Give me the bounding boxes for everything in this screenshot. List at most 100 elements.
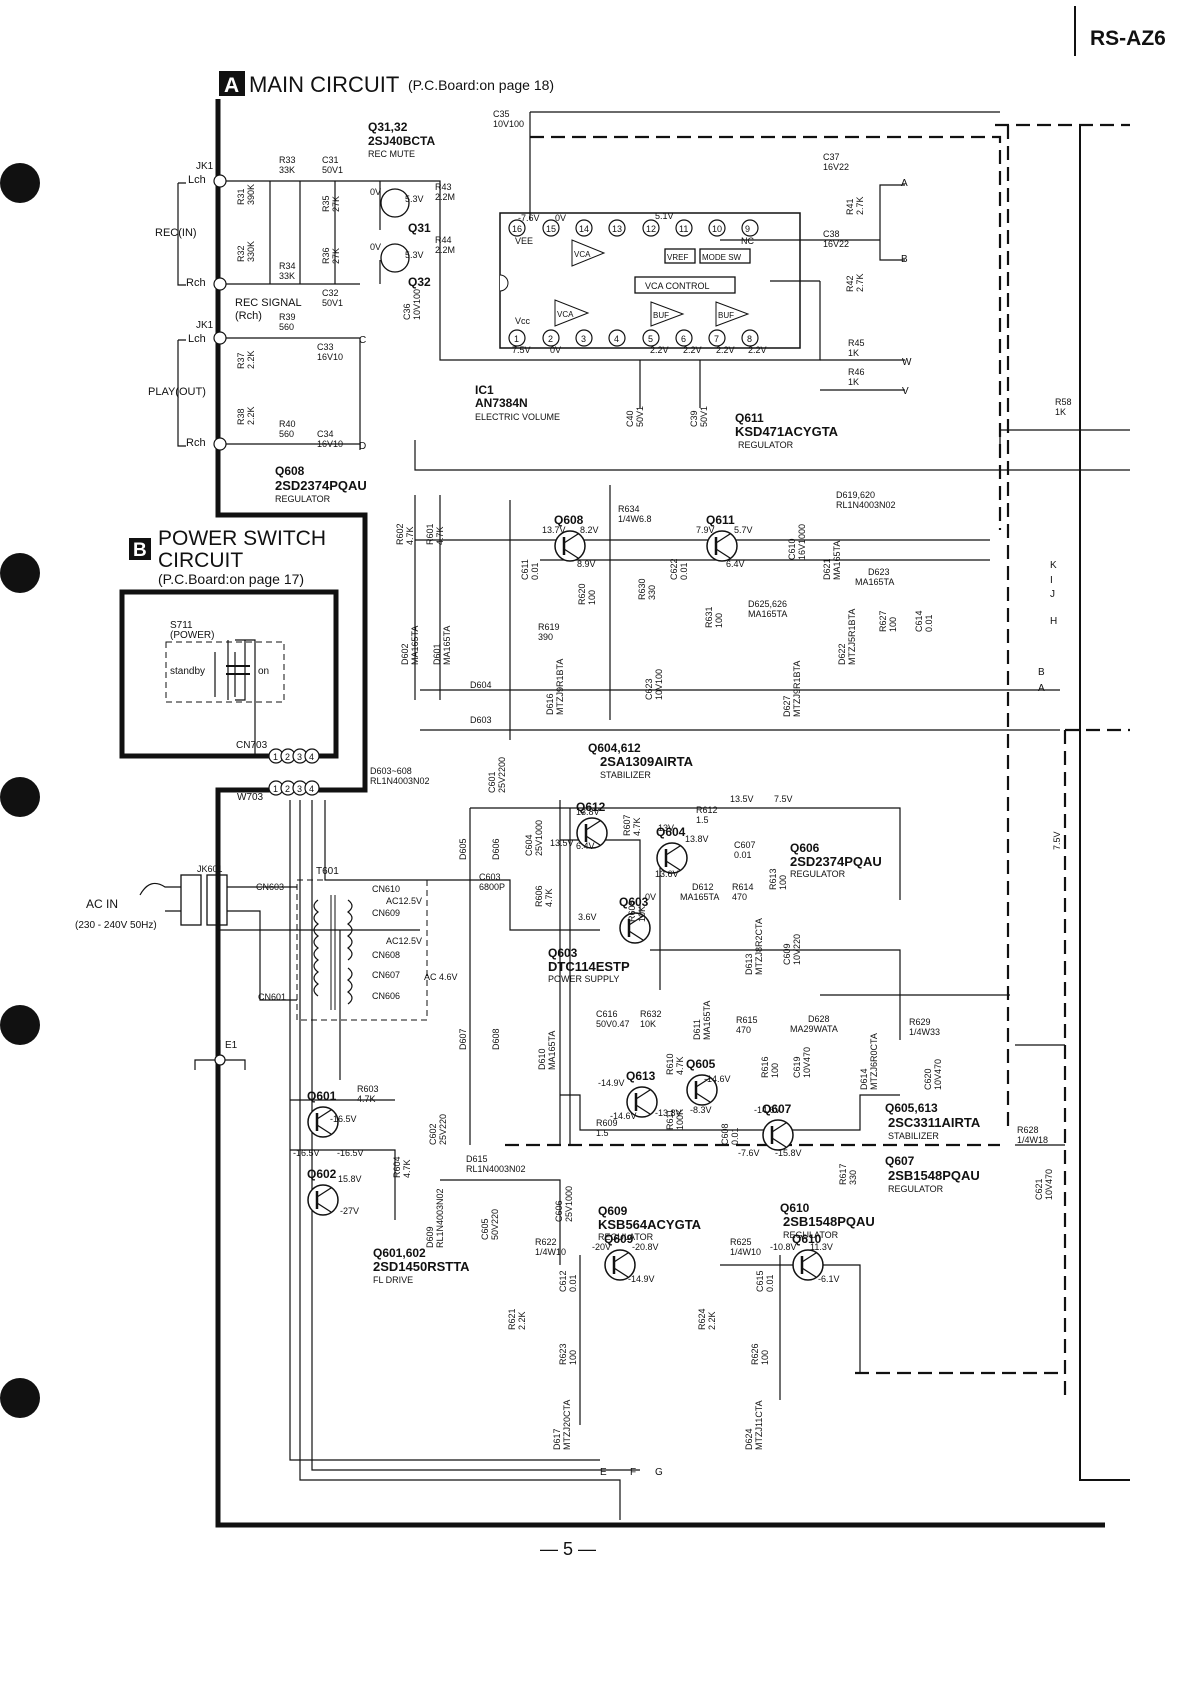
svg-text:CN608: CN608 [372,950,400,960]
svg-text:16V22: 16V22 [823,239,849,249]
svg-text:2.2K: 2.2K [517,1311,527,1330]
svg-text:C40: C40 [625,410,635,427]
transistor-q605: Q605 [686,1057,718,1106]
svg-text:D623: D623 [868,567,890,577]
svg-text:D612: D612 [692,882,714,892]
svg-text:A: A [1038,683,1045,694]
svg-text:9: 9 [745,224,750,234]
voltage-label: 13.8V [576,807,600,817]
ic-pin-9: 9 [741,219,759,237]
svg-text:2.2K: 2.2K [707,1311,717,1330]
svg-text:R604: R604 [392,1156,402,1178]
svg-text:PLAY(OUT): PLAY(OUT) [148,386,206,398]
svg-text:R611: R611 [665,1109,675,1130]
voltage-label: -14.9V [598,1078,625,1088]
svg-text:1/4W33: 1/4W33 [909,1027,940,1037]
voltage-label: 5.3V [405,250,424,260]
svg-text:R630: R630 [637,578,647,600]
svg-text:C605: C605 [480,1218,490,1240]
component-d607: D607 [458,1028,468,1050]
svg-text:1: 1 [514,334,519,344]
svg-text:2SC3311AIRTA: 2SC3311AIRTA [888,1115,981,1130]
svg-text:16V1000: 16V1000 [797,524,807,560]
page-number: — 5 — [540,1539,596,1559]
ic-pin-5: 5 [642,329,660,347]
voltage-label: 13.6V [655,869,679,879]
voltage-label: -8.3V [690,1105,712,1115]
svg-text:C615: C615 [755,1270,765,1292]
svg-text:REGULATOR: REGULATOR [790,869,846,879]
svg-text:MA165TA: MA165TA [442,626,452,665]
ic1-func: ELECTRIC VOLUME [475,412,560,422]
svg-text:10V100: 10V100 [654,669,664,700]
ac-inlet: JK601 AC IN (230 - 240V 50Hz) E1 [75,864,297,1070]
svg-text:MTZJ9R1BTA: MTZJ9R1BTA [792,661,802,717]
q608-func: REGULATOR [275,494,331,504]
svg-text:DTC114ESTP: DTC114ESTP [548,959,630,974]
svg-text:BUF: BUF [653,311,669,320]
svg-text:STABILIZER: STABILIZER [600,770,651,780]
svg-text:I: I [1050,575,1053,586]
svg-text:C31: C31 [322,155,339,165]
svg-text:MA165TA: MA165TA [748,609,787,619]
svg-text:R32: R32 [236,245,246,262]
svg-text:Q602: Q602 [307,1167,337,1181]
transistor-q609: Q609 [604,1232,636,1281]
voltage-label: -7.6V [518,213,540,223]
svg-text:25V2200: 25V2200 [497,757,507,793]
svg-text:CN607: CN607 [372,970,400,980]
voltage-label: -14.6V [610,1111,637,1121]
svg-text:C609: C609 [782,943,792,965]
svg-text:MTZJ8R2CTA: MTZJ8R2CTA [754,918,764,975]
svg-text:27K: 27K [331,248,341,264]
svg-text:standby: standby [170,666,205,677]
component-d606: D606 [491,838,501,860]
svg-text:R35: R35 [321,195,331,212]
voltage-label: 0V [645,892,656,902]
svg-text:REC SIGNAL: REC SIGNAL [235,297,302,309]
svg-text:1/4W10: 1/4W10 [730,1247,761,1257]
w703-pins: 1 2 3 4 [268,780,320,796]
svg-text:100: 100 [778,875,788,890]
svg-text:R634: R634 [618,504,640,514]
svg-text:25V1000: 25V1000 [564,1186,574,1222]
svg-text:MTZJ11CTA: MTZJ11CTA [754,1400,764,1450]
ic-pin-8: 8 [741,329,759,347]
svg-text:REGULATOR: REGULATOR [598,1232,654,1242]
svg-text:10V220: 10V220 [792,934,802,965]
svg-text:R610: R610 [665,1053,675,1075]
svg-text:Q604,612: Q604,612 [588,741,641,755]
svg-text:C39: C39 [689,410,699,427]
ic1-electric-volume: VEE Vcc NC VCA VCA VREF MODE SW VCA CONT… [499,212,801,349]
svg-text:JK1: JK1 [196,161,214,172]
svg-text:1K: 1K [848,348,859,358]
svg-text:C621: C621 [1034,1178,1044,1200]
svg-text:R601: R601 [425,523,435,545]
svg-text:CN609: CN609 [372,908,400,918]
q611-title: Q611 [735,411,764,425]
voltage-label: 13.5V [550,838,574,848]
svg-text:STABILIZER: STABILIZER [888,1131,939,1141]
voltage-label: 2.2V [716,345,735,355]
svg-text:3: 3 [297,752,302,762]
svg-text:D615: D615 [466,1154,488,1164]
